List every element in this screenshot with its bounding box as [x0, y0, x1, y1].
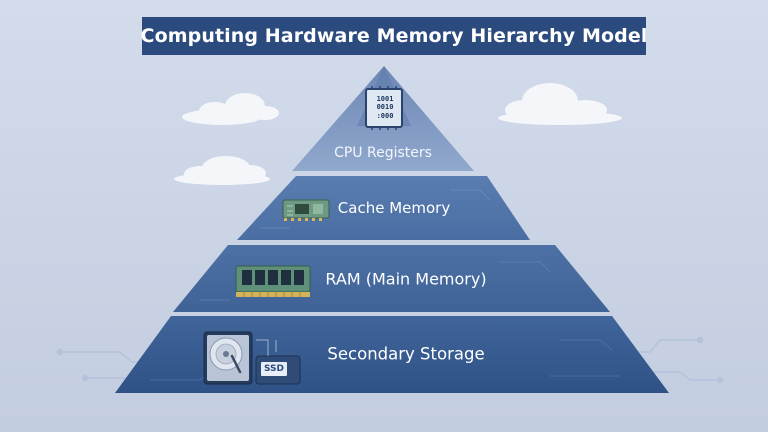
- tier-label-ram: RAM (Main Memory): [325, 269, 487, 289]
- tier-label-cache-memory: Cache Memory: [337, 199, 451, 217]
- cloud-right: [498, 83, 622, 125]
- tier-label-secondary-storage: Secondary Storage: [327, 344, 485, 364]
- hdd-ssd-icon: [203, 331, 301, 385]
- tier-cache: [237, 176, 530, 240]
- tier-secondary-storage: [115, 316, 669, 393]
- ssd-label: SSD: [263, 364, 285, 374]
- cloud-left: [182, 93, 279, 125]
- chip-binary-text: 1001 0010 :000: [376, 95, 394, 120]
- page-title: Computing Hardware Memory Hierarchy Mode…: [141, 17, 647, 55]
- tier-label-cpu-registers: CPU Registers: [334, 145, 432, 161]
- ram-module-icon: [235, 265, 311, 297]
- cloud-lower-left: [174, 156, 270, 185]
- circuit-board-icon: [282, 199, 330, 221]
- binary-chip-icon: [365, 86, 403, 130]
